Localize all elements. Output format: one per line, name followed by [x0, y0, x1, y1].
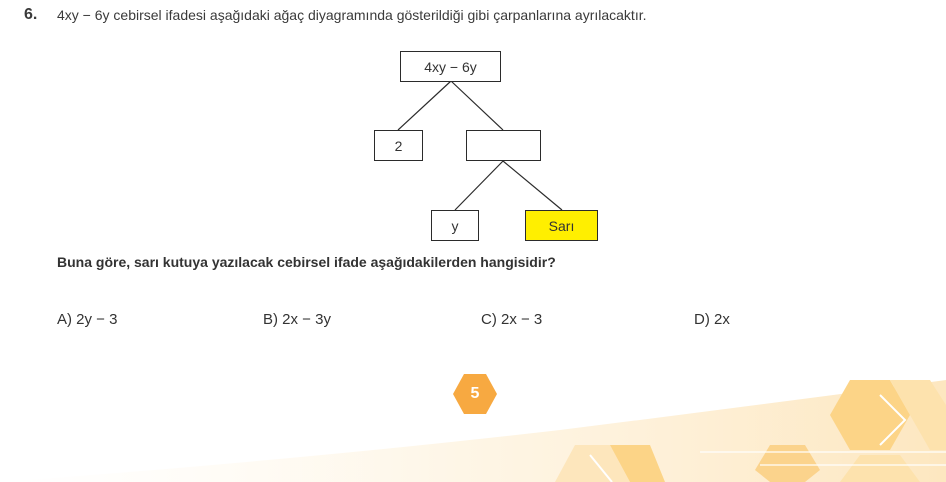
question-text: 4xy − 6y cebirsel ifadesi aşağıdaki ağaç…: [57, 7, 647, 23]
option-d[interactable]: D) 2x: [694, 311, 730, 328]
tree-right-child-box: [466, 130, 541, 161]
option-c[interactable]: C) 2x − 3: [481, 311, 543, 328]
option-b[interactable]: B) 2x − 3y: [263, 311, 331, 328]
edge-right-grandleft: [454, 160, 504, 211]
option-a[interactable]: A) 2y − 3: [57, 311, 118, 328]
question-prompt: Buna göre, sarı kutuya yazılacak cebirse…: [57, 254, 556, 270]
tree-left-child-box: 2: [374, 130, 423, 161]
tree-root-box: 4xy − 6y: [400, 51, 501, 82]
edge-root-right: [450, 80, 504, 131]
page-badge-hexagon: [453, 374, 497, 414]
page-number: 5: [470, 385, 480, 402]
edge-right-grandright: [502, 160, 563, 211]
tree-yellow-box: Sarı: [525, 210, 598, 241]
edge-root-left: [397, 80, 452, 131]
question-number: 6.: [24, 6, 38, 23]
tree-grand-left-box: y: [431, 210, 479, 241]
